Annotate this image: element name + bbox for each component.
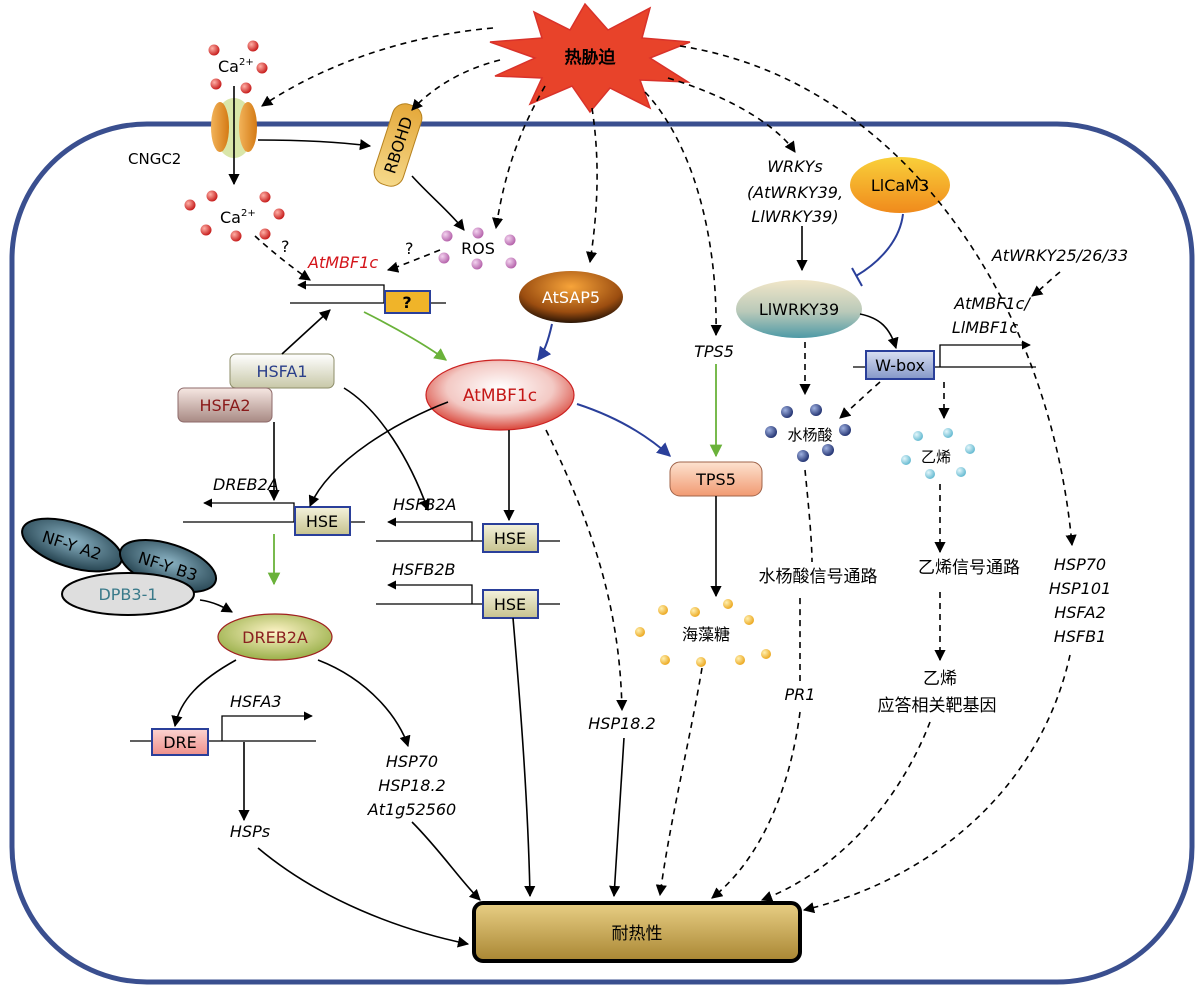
thermotolerance-result: 耐热性: [472, 901, 802, 963]
heat-stress-burst: 热胁迫: [489, 2, 691, 114]
hsfb2a-gene-label: HSFB2A: [393, 495, 457, 514]
hsfa3-gene-label: HSFA3: [230, 692, 282, 711]
svg-text:DREB2A: DREB2A: [242, 628, 308, 647]
wrkys-line2: (AtWRKY39,: [747, 183, 843, 202]
svg-text:HSE: HSE: [306, 512, 338, 531]
dreb-target-3: At1g52560: [367, 800, 456, 819]
dreb2a-gene-label: DREB2A: [213, 475, 279, 494]
llcam3-protein: LlCaM3: [850, 157, 950, 213]
svg-text:W-box: W-box: [875, 356, 925, 375]
dreb2a-gene-locus: HSE: [183, 498, 365, 536]
ethylene-molecules: 乙烯: [901, 428, 975, 479]
svg-text:LlWRKY39: LlWRKY39: [759, 300, 839, 319]
llwrky39-protein: LlWRKY39: [736, 280, 862, 338]
atmbf1c-protein: AtMBF1c: [425, 359, 575, 431]
svg-text:TPS5: TPS5: [695, 470, 736, 489]
hsfb2b-gene-locus: HSE: [376, 580, 560, 619]
cngc2-label: CNGC2: [128, 150, 181, 168]
svg-text:HSFA1: HSFA1: [256, 362, 307, 381]
svg-text:?: ?: [402, 293, 411, 312]
tps5-protein: TPS5: [669, 461, 763, 497]
wrkys-line1: WRKYs: [767, 157, 823, 176]
svg-text:乙烯: 乙烯: [921, 448, 951, 466]
hsfb2a-gene-locus: HSE: [376, 517, 560, 553]
hsps-label: HSPs: [230, 822, 270, 841]
svg-text:ROS: ROS: [461, 239, 495, 258]
svg-text:Ca2+: Ca2+: [218, 57, 254, 76]
atmbf1c-gene-label: AtMBF1c: [307, 253, 378, 272]
atwrky25-label: AtWRKY25/26/33: [991, 246, 1128, 265]
cell-membrane: [9, 121, 1195, 985]
svg-text:HSFA2: HSFA2: [199, 396, 250, 415]
heat-stress-label: 热胁迫: [565, 47, 617, 68]
dreb-target-2: HSP18.2: [378, 776, 445, 795]
svg-text:海藻糖: 海藻糖: [682, 625, 730, 644]
salicylic-acid-molecules: 水杨酸: [765, 404, 851, 462]
tps5-gene-label: TPS5: [694, 342, 734, 361]
hsfb2b-gene-label: HSFB2B: [392, 560, 456, 579]
pr1-label: PR1: [785, 685, 816, 704]
nfy-complex: NF-Y A2 NF-Y B3 DPB3-1: [21, 517, 218, 616]
svg-text:HSE: HSE: [494, 529, 526, 548]
ros-molecules: ROS: [438, 227, 517, 270]
svg-text:HSE: HSE: [494, 595, 526, 614]
dreb2a-protein: DREB2A: [217, 613, 333, 661]
svg-text:耐热性: 耐热性: [612, 924, 663, 944]
arrows-solid: [171, 86, 899, 948]
trehalose-molecules: 海藻糖: [635, 599, 771, 667]
svg-text:DRE: DRE: [163, 733, 197, 752]
svg-text:LlCaM3: LlCaM3: [871, 176, 929, 195]
calcium-ions-outside: Ca2+: [208, 40, 268, 94]
unknown-mark-2: ?: [405, 239, 414, 258]
svg-text:AtMBF1c: AtMBF1c: [463, 386, 537, 406]
calcium-ions-inside: Ca2+: [184, 190, 285, 242]
wrky-target-3: HSFA2: [1054, 603, 1106, 622]
wrky-target-1: HSP70: [1054, 555, 1106, 574]
arrows-blue: [537, 213, 904, 457]
hsfa2-protein: HSFA2: [177, 387, 273, 423]
arrows-dashed: [254, 27, 1077, 914]
unknown-mark-1: ?: [281, 237, 290, 256]
atmbf1c-gene-locus: ?: [290, 280, 446, 314]
svg-text:AtSAP5: AtSAP5: [542, 288, 600, 307]
eth-target-line2: 应答相关靶基因: [878, 696, 997, 716]
svg-text:DPB3-1: DPB3-1: [98, 585, 157, 604]
svg-text:水杨酸: 水杨酸: [787, 426, 832, 444]
eth-target-line1: 乙烯: [923, 669, 957, 689]
wrky-target-4: HSFB1: [1054, 627, 1107, 646]
wrkys-line3: LlWRKY39): [751, 207, 838, 226]
wrky-target-2: HSP101: [1049, 579, 1111, 598]
hsfa3-gene-locus: DRE: [130, 711, 316, 756]
svg-text:Ca2+: Ca2+: [220, 208, 256, 227]
eth-pathway-label: 乙烯信号通路: [918, 558, 1020, 578]
hsfa1-protein: HSFA1: [229, 353, 335, 389]
mbf1c-gene-line2: LlMBF1c: [952, 318, 1019, 337]
rbohd-enzyme: RBOHD: [373, 103, 423, 187]
dreb-target-1: HSP70: [386, 752, 438, 771]
wbox-gene-locus: W-box: [853, 340, 1036, 380]
mbf1c-gene-line1: AtMBF1c/: [953, 294, 1031, 313]
arrows-green: [267, 311, 723, 586]
atsap5-protein: AtSAP5: [519, 271, 623, 323]
sa-pathway-label: 水杨酸信号通路: [759, 567, 878, 587]
hsp18-label: HSP18.2: [588, 714, 655, 733]
